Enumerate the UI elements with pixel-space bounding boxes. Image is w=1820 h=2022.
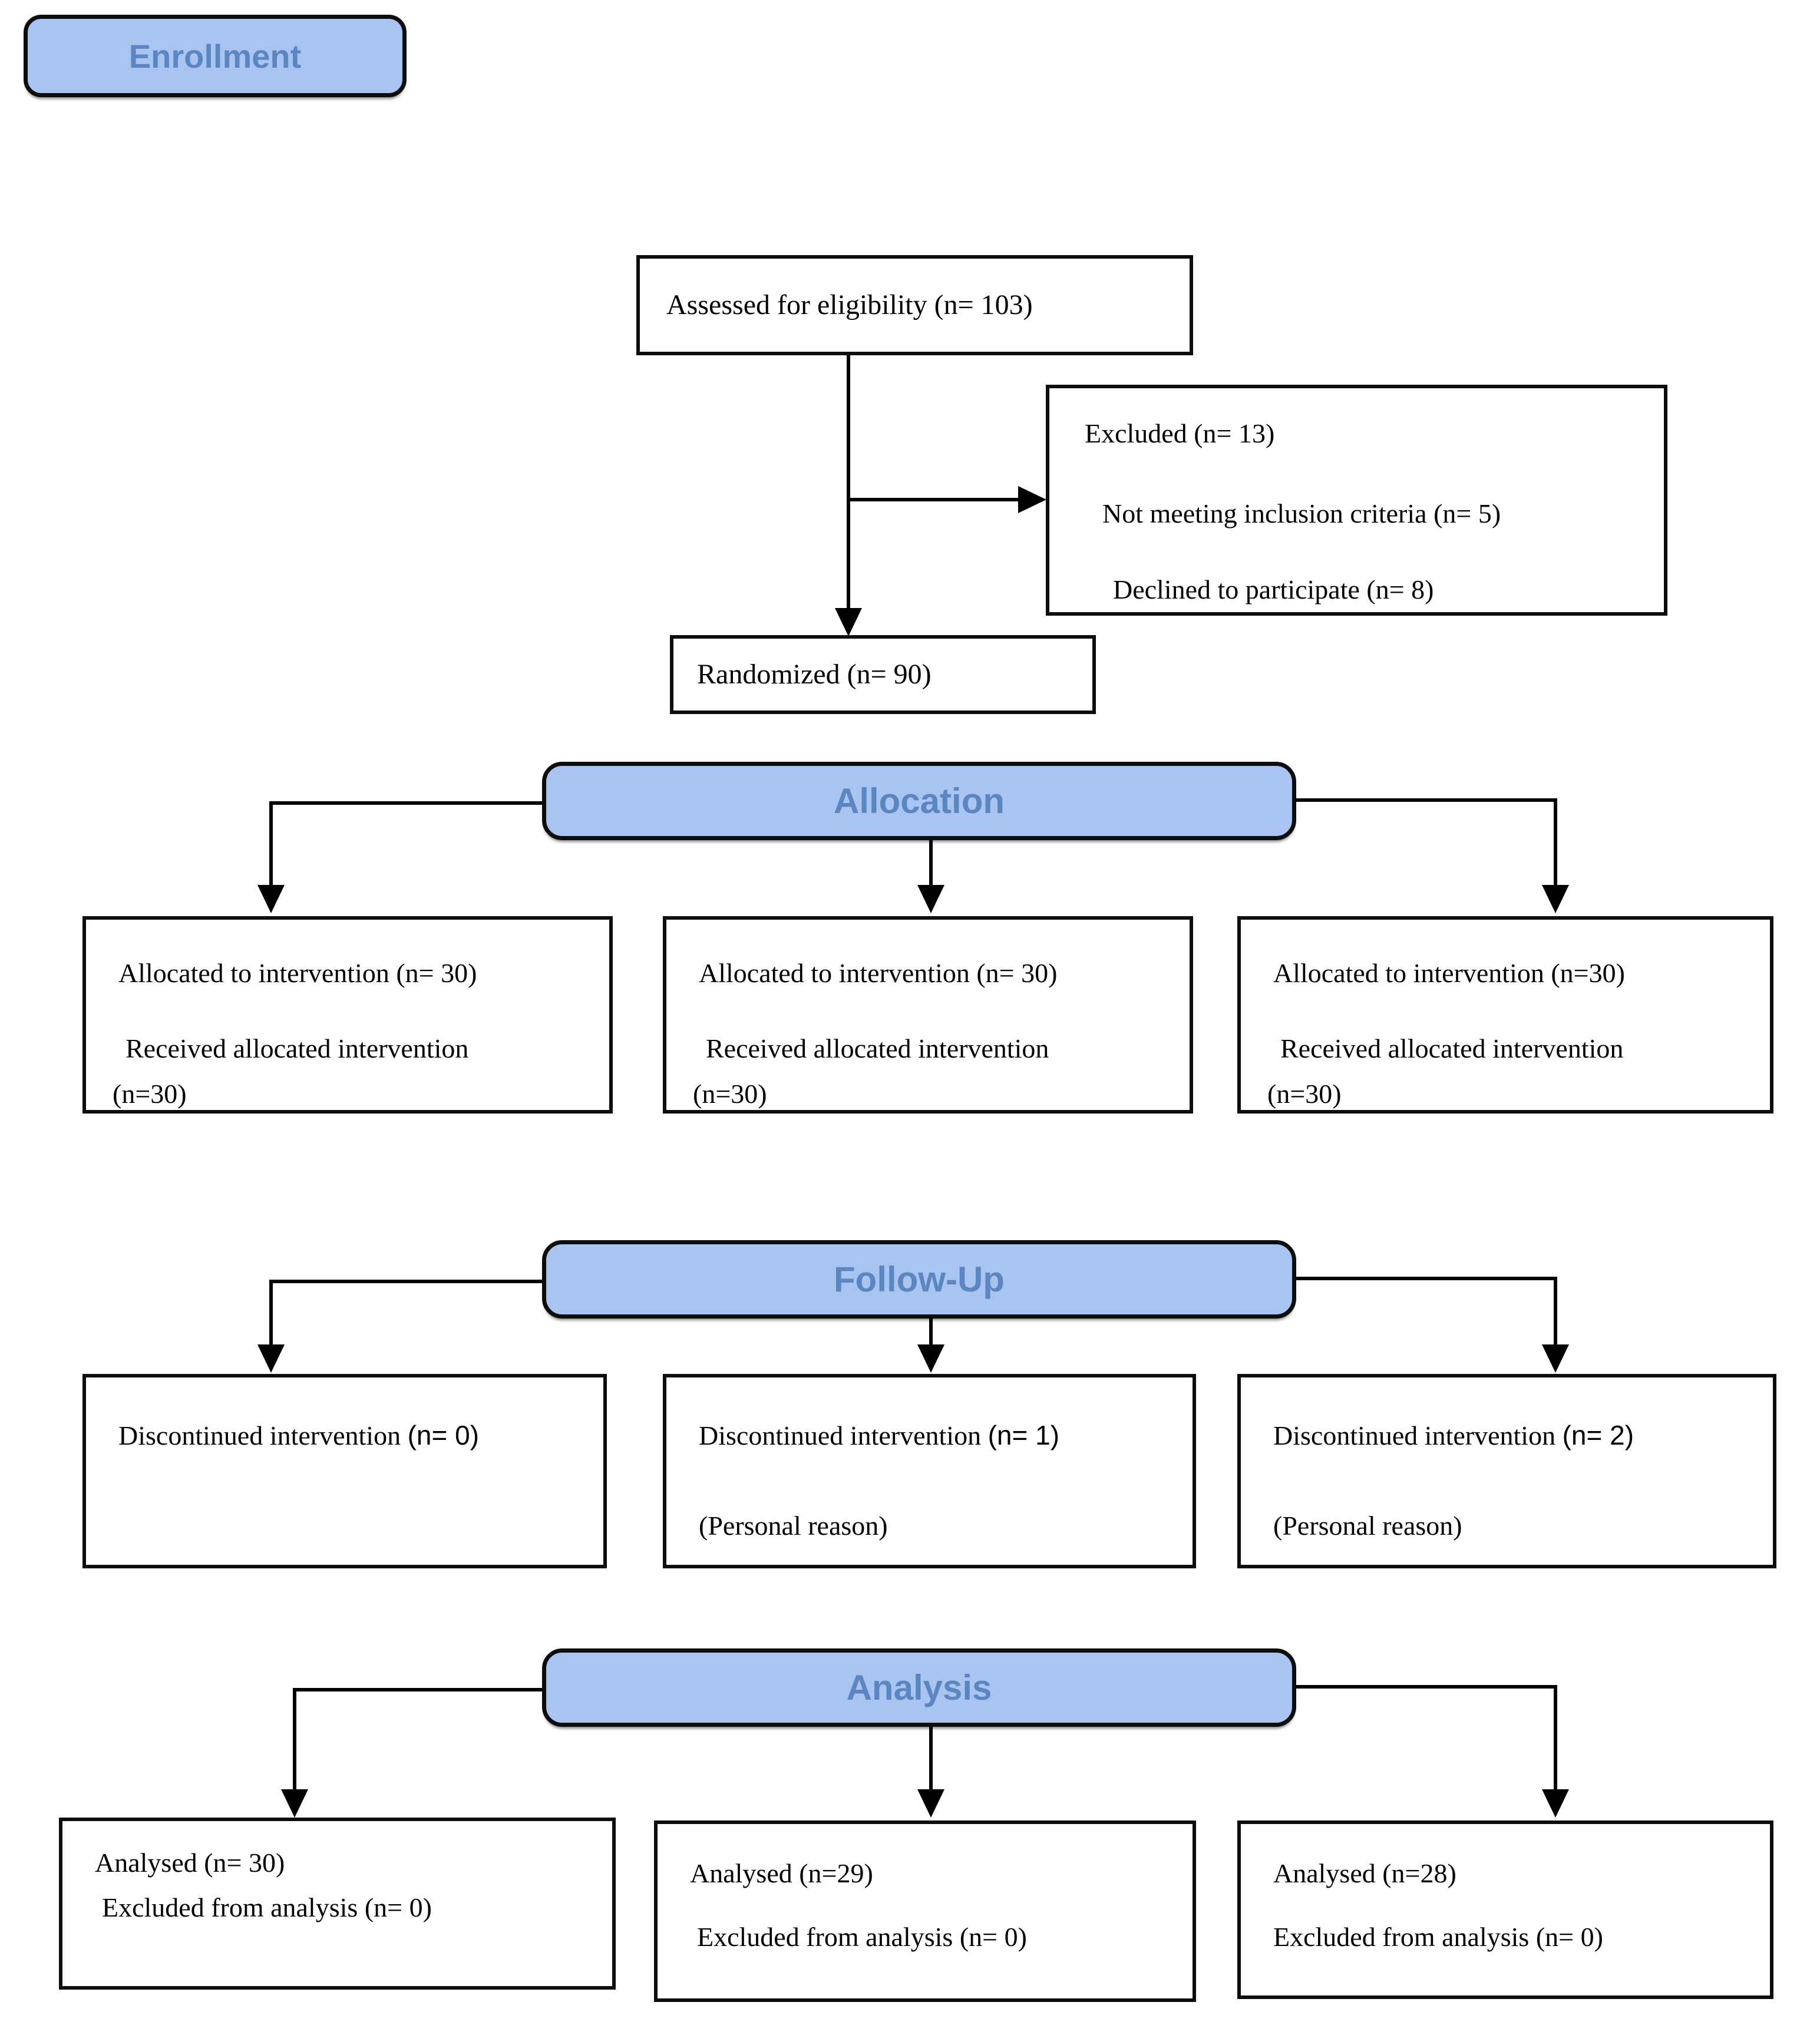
- excluded-line3: Declined to participate (n= 8): [1113, 574, 1434, 604]
- followup-left-line1: Discontinued intervention (n= 0): [118, 1419, 592, 1453]
- allocation-left-line1: Allocated to intervention (n= 30): [118, 958, 477, 988]
- connector-assessed-randomized-line: [847, 355, 850, 608]
- followup-box-right: Discontinued intervention (n= 2) (Person…: [1237, 1374, 1776, 1568]
- allocation-box-middle: Allocated to intervention (n= 30) Receiv…: [663, 916, 1193, 1114]
- followup-right-vline: [1554, 1277, 1557, 1344]
- analysis-right-line1: Analysed (n=28): [1273, 1858, 1456, 1888]
- followup-left-label: Discontinued intervention: [118, 1420, 401, 1451]
- allocation-right-line2: Received allocated intervention: [1280, 1033, 1624, 1063]
- analysis-right-line2: Excluded from analysis (n= 0): [1273, 1921, 1603, 1952]
- analysis-box-left: Analysed (n= 30) Excluded from analysis …: [59, 1818, 616, 1990]
- followup-right-line1: Discontinued intervention (n= 2): [1273, 1419, 1761, 1453]
- analysis-right-arrowhead: [1542, 1789, 1569, 1818]
- excluded-box: Excluded (n= 13) Not meeting inclusion c…: [1046, 385, 1667, 616]
- allocation-left-arrowhead: [257, 885, 285, 913]
- followup-middle-arrowhead: [917, 1344, 944, 1373]
- followup-right-label: Discontinued intervention: [1273, 1420, 1556, 1451]
- allocation-banner-label: Allocation: [833, 781, 1005, 821]
- analysis-box-right: Analysed (n=28) Excluded from analysis (…: [1237, 1821, 1773, 1999]
- followup-right-arrowhead: [1542, 1344, 1569, 1373]
- followup-left-vline: [269, 1280, 273, 1344]
- analysis-middle-line1: Analysed (n=29): [690, 1858, 873, 1888]
- allocation-box-left: Allocated to intervention (n= 30) Receiv…: [82, 916, 613, 1114]
- analysis-middle-vline: [929, 1727, 933, 1789]
- followup-middle-reason: (Personal reason): [699, 1510, 888, 1541]
- followup-middle-label: Discontinued intervention: [699, 1420, 982, 1451]
- allocation-right-hline: [1296, 798, 1555, 802]
- allocation-left-hline: [271, 801, 542, 805]
- randomized-text: Randomized (n= 90): [697, 659, 932, 690]
- allocation-box-right: Allocated to intervention (n=30) Receive…: [1237, 916, 1773, 1114]
- enrollment-badge: Enrollment: [24, 15, 407, 97]
- analysis-right-hline: [1296, 1685, 1555, 1689]
- allocation-left-vline: [269, 801, 273, 885]
- allocation-middle-arrowhead: [917, 885, 944, 913]
- analysis-left-hline: [295, 1688, 542, 1691]
- allocation-middle-line1: Allocated to intervention (n= 30): [699, 958, 1058, 988]
- allocation-middle-vline: [929, 840, 933, 885]
- connector-excluded-line: [848, 498, 1019, 501]
- followup-left-hline: [271, 1280, 542, 1283]
- analysis-banner: Analysis: [542, 1648, 1296, 1727]
- connector-excluded-arrowhead: [1018, 486, 1046, 513]
- analysis-left-arrowhead: [281, 1789, 308, 1818]
- followup-right-hline: [1296, 1277, 1555, 1280]
- allocation-left-line3: (n=30): [113, 1079, 187, 1109]
- analysis-middle-arrowhead: [917, 1789, 944, 1818]
- followup-right-n: (n= 2): [1562, 1420, 1634, 1451]
- excluded-line1: Excluded (n= 13): [1085, 418, 1275, 448]
- followup-right-reason: (Personal reason): [1273, 1510, 1462, 1541]
- followup-box-middle: Discontinued intervention (n= 1) (Person…: [663, 1374, 1196, 1568]
- followup-middle-vline: [929, 1319, 933, 1344]
- allocation-right-line1: Allocated to intervention (n=30): [1273, 958, 1625, 988]
- followup-banner: Follow-Up: [542, 1240, 1296, 1319]
- followup-middle-n: (n= 1): [987, 1420, 1060, 1451]
- connector-assessed-randomized-arrowhead: [835, 608, 862, 636]
- analysis-left-vline: [293, 1688, 296, 1789]
- analysis-middle-line2: Excluded from analysis (n= 0): [697, 1921, 1027, 1952]
- allocation-middle-line2: Received allocated intervention: [706, 1033, 1049, 1063]
- allocation-right-vline: [1554, 798, 1557, 885]
- allocation-right-arrowhead: [1542, 885, 1569, 913]
- followup-banner-label: Follow-Up: [834, 1260, 1005, 1299]
- analysis-banner-label: Analysis: [846, 1668, 992, 1707]
- enrollment-label: Enrollment: [128, 37, 302, 75]
- analysis-box-middle: Analysed (n=29) Excluded from analysis (…: [654, 1821, 1196, 2002]
- allocation-middle-line3: (n=30): [693, 1079, 767, 1109]
- followup-left-arrowhead: [257, 1344, 285, 1373]
- randomized-box: Randomized (n= 90): [670, 635, 1096, 714]
- excluded-line2: Not meeting inclusion criteria (n= 5): [1102, 498, 1501, 528]
- assessed-eligibility-text: Assessed for eligibility (n= 103): [666, 289, 1033, 321]
- assessed-eligibility-box: Assessed for eligibility (n= 103): [636, 255, 1193, 355]
- analysis-left-line1: Analysed (n= 30): [95, 1848, 285, 1878]
- allocation-banner: Allocation: [542, 762, 1296, 840]
- followup-left-n: (n= 0): [407, 1420, 480, 1451]
- allocation-left-line2: Received allocated intervention: [125, 1033, 469, 1063]
- followup-middle-line1: Discontinued intervention (n= 1): [699, 1419, 1181, 1453]
- analysis-right-vline: [1554, 1685, 1557, 1789]
- analysis-left-line2: Excluded from analysis (n= 0): [102, 1892, 432, 1922]
- allocation-right-line3: (n=30): [1267, 1079, 1342, 1109]
- followup-box-left: Discontinued intervention (n= 0): [82, 1374, 607, 1568]
